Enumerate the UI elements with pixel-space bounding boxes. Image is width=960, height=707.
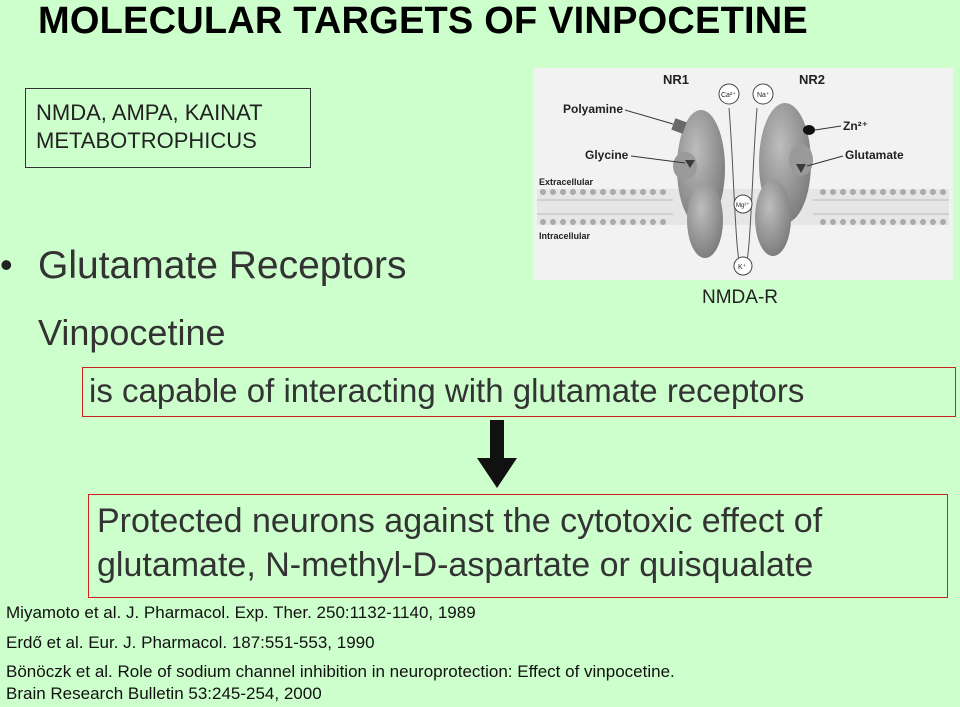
nr1-label: NR1: [663, 72, 689, 87]
reference-4: Brain Research Bulletin 53:245-254, 2000: [6, 684, 322, 703]
glutamate-label: Glutamate: [845, 148, 904, 162]
nr2-subunit: [755, 103, 813, 256]
intracellular-label: Intracellular: [539, 231, 591, 241]
zinc-label: Zn²⁺: [843, 119, 868, 133]
glutamate-site-icon: [796, 164, 806, 173]
reference-3: Bönöczk et al. Role of sodium channel in…: [6, 662, 675, 681]
nr2-label: NR2: [799, 72, 825, 87]
result-box: Protected neurons against the cytotoxic …: [88, 494, 948, 598]
polyamine-label: Polyamine: [563, 102, 623, 116]
extracellular-label: Extracellular: [539, 177, 594, 187]
magnesium-ion-icon: [733, 194, 753, 214]
sodium-label: Na⁺: [757, 91, 770, 99]
bullet-icon: •: [0, 244, 13, 285]
calcium-label: Ca²⁺: [721, 91, 736, 99]
nr1-subunit: [673, 110, 725, 258]
magnesium-label: Mg²⁺: [736, 202, 750, 209]
result-line-1: Protected neurons against the cytotoxic …: [97, 502, 823, 540]
glycine-label: Glycine: [585, 148, 629, 162]
statement-box: is capable of interacting with glutamate…: [82, 367, 956, 417]
potassium-ion-icon: [733, 256, 753, 276]
slide-title: MOLECULAR TARGETS OF VINPOCETINE: [38, 0, 808, 42]
zinc-site-icon: [803, 125, 815, 135]
polyamine-site-icon: [671, 118, 687, 134]
diagram-caption: NMDA-R: [702, 287, 778, 308]
receptor-types-line-1: NMDA, AMPA, KAINAT: [36, 100, 263, 125]
reference-1: Miyamoto et al. J. Pharmacol. Exp. Ther.…: [6, 603, 476, 622]
label-pointers: [624, 109, 844, 167]
potassium-label: K⁺: [738, 263, 747, 271]
ion-channel-pore: [728, 107, 758, 264]
glycine-site-icon: [685, 160, 695, 168]
section-heading: Glutamate Receptors: [38, 244, 407, 287]
sodium-ion-icon: [752, 83, 774, 105]
calcium-ion-icon: [718, 83, 740, 105]
reference-2: Erdő et al. Eur. J. Pharmacol. 187:551-5…: [6, 633, 375, 652]
receptor-types-box: NMDA, AMPA, KAINAT METABOTROPHICUS: [25, 88, 311, 168]
nmda-receptor-diagram: NR1 NR2 Ca²⁺ Na⁺ Polyamine Glycine Zn²⁺ …: [533, 68, 953, 280]
result-line-2: glutamate, N-methyl-D-aspartate or quisq…: [97, 546, 814, 584]
arrow-down-icon: [477, 420, 517, 488]
drug-name: Vinpocetine: [38, 312, 226, 353]
diagram-background: [533, 68, 953, 280]
receptor-types-line-2: METABOTROPHICUS: [36, 128, 257, 153]
